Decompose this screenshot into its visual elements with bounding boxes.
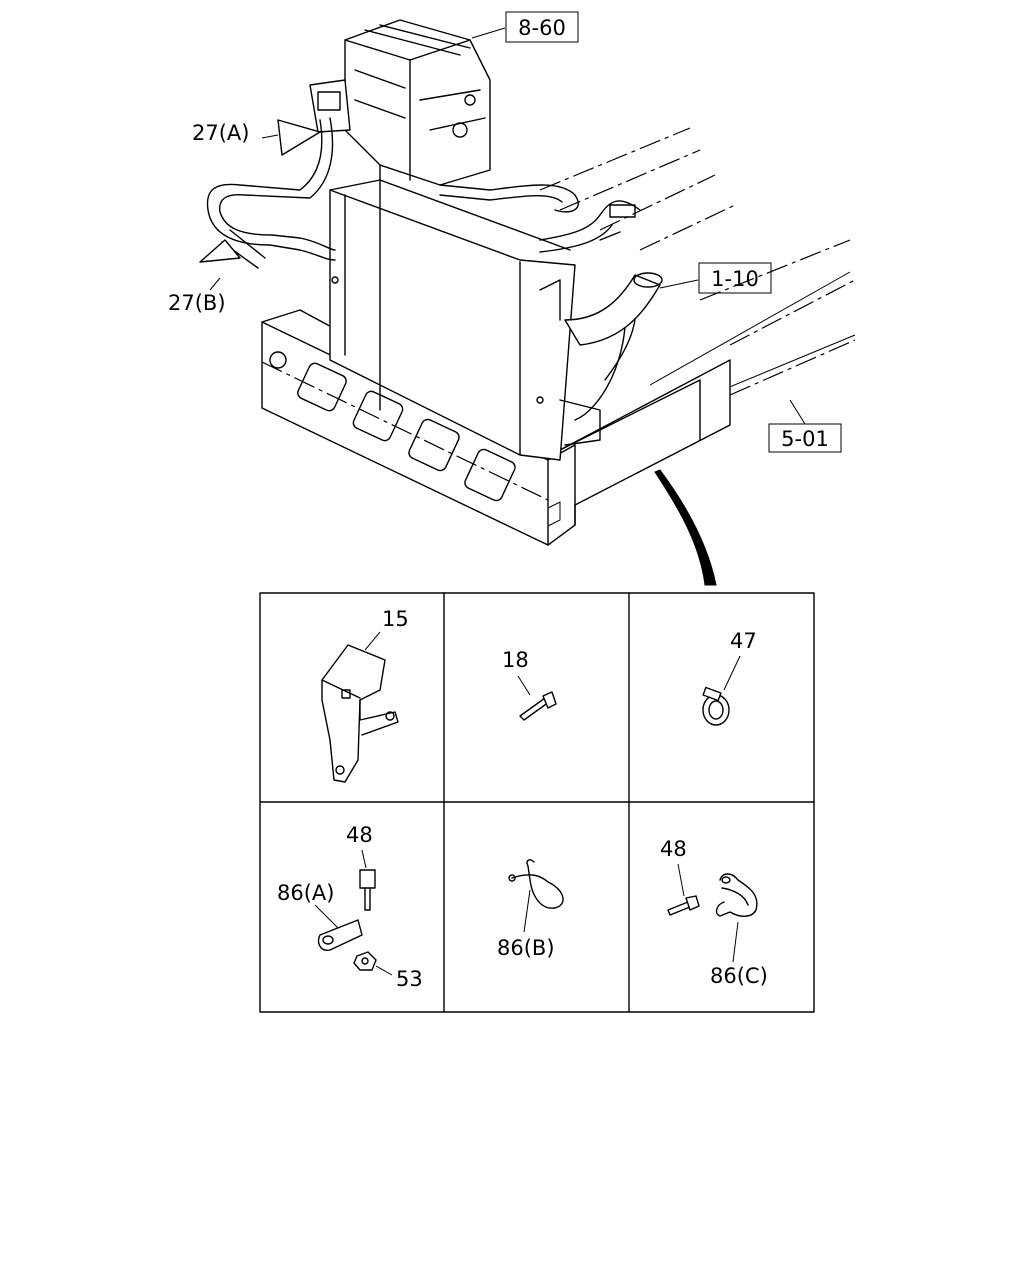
callout-1-10: 1-10 [659,262,772,294]
radiator [329,159,637,461]
callout-27b: 27(B) [168,239,241,315]
bolt-48-left [359,869,376,889]
panel-part-86b: 86(B) [497,859,564,960]
part-27a-label: 27(A) [192,121,249,145]
panel-part-15: 15 [321,607,409,783]
panel-part-47: 47 [702,629,757,726]
panel-part-86a: 48 86(A) 53 [277,823,423,991]
part-53-label: 53 [396,967,423,991]
part-18-label: 18 [502,648,529,672]
part-48-left-label: 48 [346,823,373,847]
detail-pointer-arrow [654,469,717,586]
bolt-48-right [667,901,691,916]
detail-panel-grid [259,592,815,1013]
ref-5-01-label: 5-01 [781,427,829,451]
part-86b-label: 86(B) [497,936,555,960]
part-48-right-label: 48 [660,837,687,861]
callout-8-60: 8-60 [471,11,579,43]
frame-rails [539,127,856,421]
hoses [206,117,641,269]
callout-5-01: 5-01 [768,399,842,453]
clip-86b [511,859,564,909]
clip-86a [317,919,363,951]
ref-8-60-label: 8-60 [518,16,566,40]
part-15-label: 15 [382,607,409,631]
callout-27a: 27(A) [192,119,321,156]
bolt-18 [519,697,550,721]
nut-53 [353,951,377,971]
bracket-15 [321,644,386,783]
clip-86c [715,873,758,917]
heater-unit [309,19,491,186]
part-47-label: 47 [730,629,757,653]
air-duct [564,272,663,346]
part-27b-label: 27(B) [168,291,226,315]
panel-part-18: 18 [502,648,557,721]
part-86c-label: 86(C) [710,964,768,988]
ref-1-10-label: 1-10 [711,267,759,291]
part-86a-label: 86(A) [277,881,334,905]
panel-part-86c: 48 86(C) [660,837,768,988]
